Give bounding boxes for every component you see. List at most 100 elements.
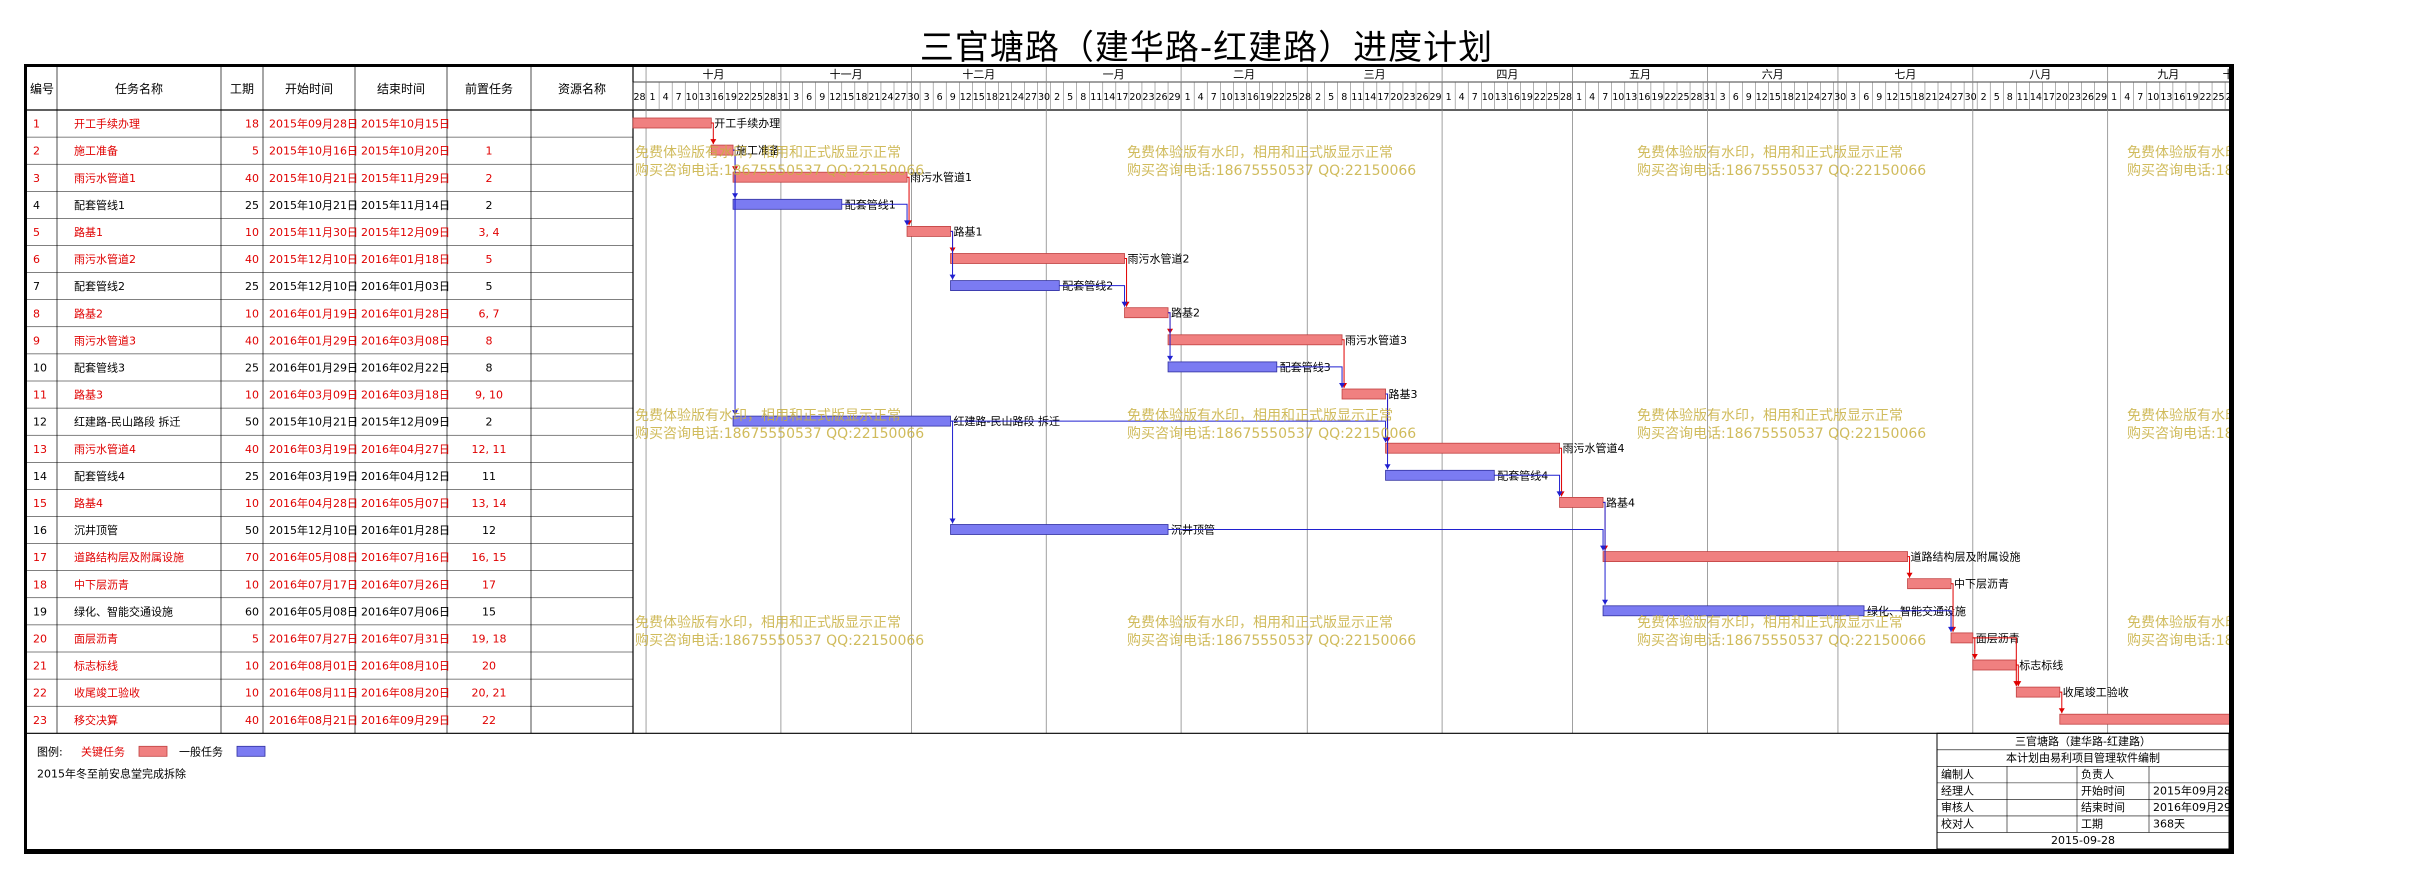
task-duration: 10 <box>245 226 259 239</box>
dependency-link <box>2016 664 2019 687</box>
gantt-bar[interactable] <box>1167 361 1278 373</box>
gantt-bar[interactable] <box>906 225 951 237</box>
task-end: 2016年01月28日 <box>361 306 450 320</box>
day-label: 4 <box>663 92 669 103</box>
gantt-chart: 编号任务名称工期开始时间结束时间前置任务资源名称十月十一月十二月一月二月三月四月… <box>27 67 2229 849</box>
day-label: 15 <box>973 92 985 103</box>
day-label: 28 <box>1299 92 1311 103</box>
task-predecessors: 5 <box>486 253 493 266</box>
day-label: 9 <box>1876 92 1882 103</box>
dependency-link <box>950 420 954 524</box>
info-cell: 2015年09月28日 <box>2153 783 2229 797</box>
task-start: 2015年12月10日 <box>269 523 358 537</box>
task-start: 2016年05月08日 <box>269 604 358 618</box>
day-label: 3 <box>1850 92 1856 103</box>
legend-label: 图例: <box>37 744 63 758</box>
month-label: 六月 <box>1762 68 1784 81</box>
day-label: 17 <box>1116 92 1128 103</box>
task-name: 红建路-民山路段 拆迁 <box>74 415 180 429</box>
day-label: 2 <box>1315 92 1321 103</box>
gantt-bar[interactable] <box>1972 659 2017 671</box>
day-label: 7 <box>1211 92 1217 103</box>
task-end: 2016年04月12日 <box>361 469 450 483</box>
day-label: 18 <box>855 92 867 103</box>
gantt-bar[interactable] <box>1167 334 1343 346</box>
watermark-line1: 免费体验版有水印，相用和正式版显示正常 <box>1127 615 1393 631</box>
day-label: 8 <box>1341 92 1347 103</box>
gantt-bar[interactable] <box>950 524 1169 535</box>
gantt-bar[interactable] <box>1341 388 1386 400</box>
task-start: 2016年07月27日 <box>269 631 358 645</box>
day-label: 27 <box>1025 92 1037 103</box>
day-label: 31 <box>777 92 789 103</box>
link-arrow <box>732 410 739 416</box>
gantt-bar[interactable] <box>2059 713 2229 725</box>
info-project: 三官塘路（建华路-红建路） <box>2015 734 2151 748</box>
info-cell: 负责人 <box>2081 767 2114 781</box>
task-name: 配套管线2 <box>74 279 125 293</box>
day-label: 30 <box>1834 92 1846 103</box>
day-label: 3 <box>793 92 799 103</box>
gantt-bar[interactable] <box>2015 686 2061 698</box>
task-start: 2016年07月17日 <box>269 577 358 591</box>
gantt-bar[interactable] <box>632 117 712 129</box>
task-duration: 25 <box>245 199 259 212</box>
month-label: 一月 <box>1103 68 1125 81</box>
task-duration: 5 <box>252 145 259 158</box>
task-predecessors: 11 <box>482 470 496 483</box>
task-end: 2016年03月18日 <box>361 388 450 402</box>
task-duration: 70 <box>245 551 259 564</box>
gantt-bar[interactable] <box>1950 632 1974 644</box>
task-predecessors: 6, 7 <box>479 307 500 320</box>
gantt-bar[interactable] <box>1385 442 1560 454</box>
bar-label: 雨污水管道3 <box>1345 333 1407 347</box>
task-duration: 40 <box>245 172 259 185</box>
link-arrow <box>1906 572 1913 578</box>
task-name: 面层沥青 <box>74 632 118 645</box>
gantt-bar[interactable] <box>1602 551 1908 563</box>
watermark-line2: 购买咨询电话:18675550537 QQ:22150066 <box>2127 163 2229 179</box>
task-start: 2015年10月21日 <box>269 415 358 429</box>
month-label: 十二月 <box>962 67 995 81</box>
bar-label: 路基2 <box>1171 307 1200 320</box>
task-duration: 10 <box>245 307 259 320</box>
day-label: 13 <box>1495 92 1507 103</box>
bar-label: 道路结构层及附属设施 <box>1911 550 2021 564</box>
info-cell: 368天 <box>2153 817 2185 830</box>
dependency-link <box>733 149 736 416</box>
watermark-line2: 购买咨询电话:18675550537 QQ:22150066 <box>1637 163 1926 179</box>
task-id: 17 <box>33 551 47 564</box>
watermark-line1: 免费体验版有水印，相用和正式版显示正常 <box>635 615 901 631</box>
gantt-bar[interactable] <box>1124 307 1169 319</box>
dependency-link <box>1124 258 1128 307</box>
day-label: 17 <box>1377 92 1389 103</box>
watermark-line2: 购买咨询电话:18675550537 QQ:22150066 <box>1637 633 1926 649</box>
task-duration: 25 <box>245 470 259 483</box>
day-label: 28 <box>1560 92 1572 103</box>
gantt-bar[interactable] <box>950 253 1125 264</box>
dependency-link <box>1603 501 1606 605</box>
info-tool: 本计划由易利项目管理软件编制 <box>2006 750 2160 764</box>
day-label: 15 <box>1899 92 1911 103</box>
link-arrow <box>1948 626 1955 632</box>
gantt-bar[interactable] <box>1385 469 1495 481</box>
gantt-bar[interactable] <box>732 198 843 210</box>
task-end: 2016年05月07日 <box>361 496 450 510</box>
task-predecessors: 17 <box>482 578 496 591</box>
column-header: 编号 <box>30 81 54 96</box>
task-start: 2016年03月19日 <box>269 442 358 456</box>
day-label: 6 <box>937 92 943 103</box>
watermark-line2: 购买咨询电话:18675550537 QQ:22150066 <box>1637 426 1926 442</box>
day-label: 5 <box>1328 92 1334 103</box>
column-header: 结束时间 <box>377 82 425 96</box>
gantt-bar[interactable] <box>1907 578 1952 590</box>
task-start: 2016年08月21日 <box>269 713 358 727</box>
month-label: 七月 <box>1894 68 1916 81</box>
gantt-bar[interactable] <box>950 280 1060 292</box>
task-id: 19 <box>33 605 47 618</box>
legend-critical-label: 关键任务 <box>81 744 125 758</box>
info-cell: 校对人 <box>1941 816 1974 830</box>
day-label: 3 <box>1720 92 1726 103</box>
gantt-bar[interactable] <box>1559 496 1604 508</box>
day-label: 27 <box>1952 92 1964 103</box>
